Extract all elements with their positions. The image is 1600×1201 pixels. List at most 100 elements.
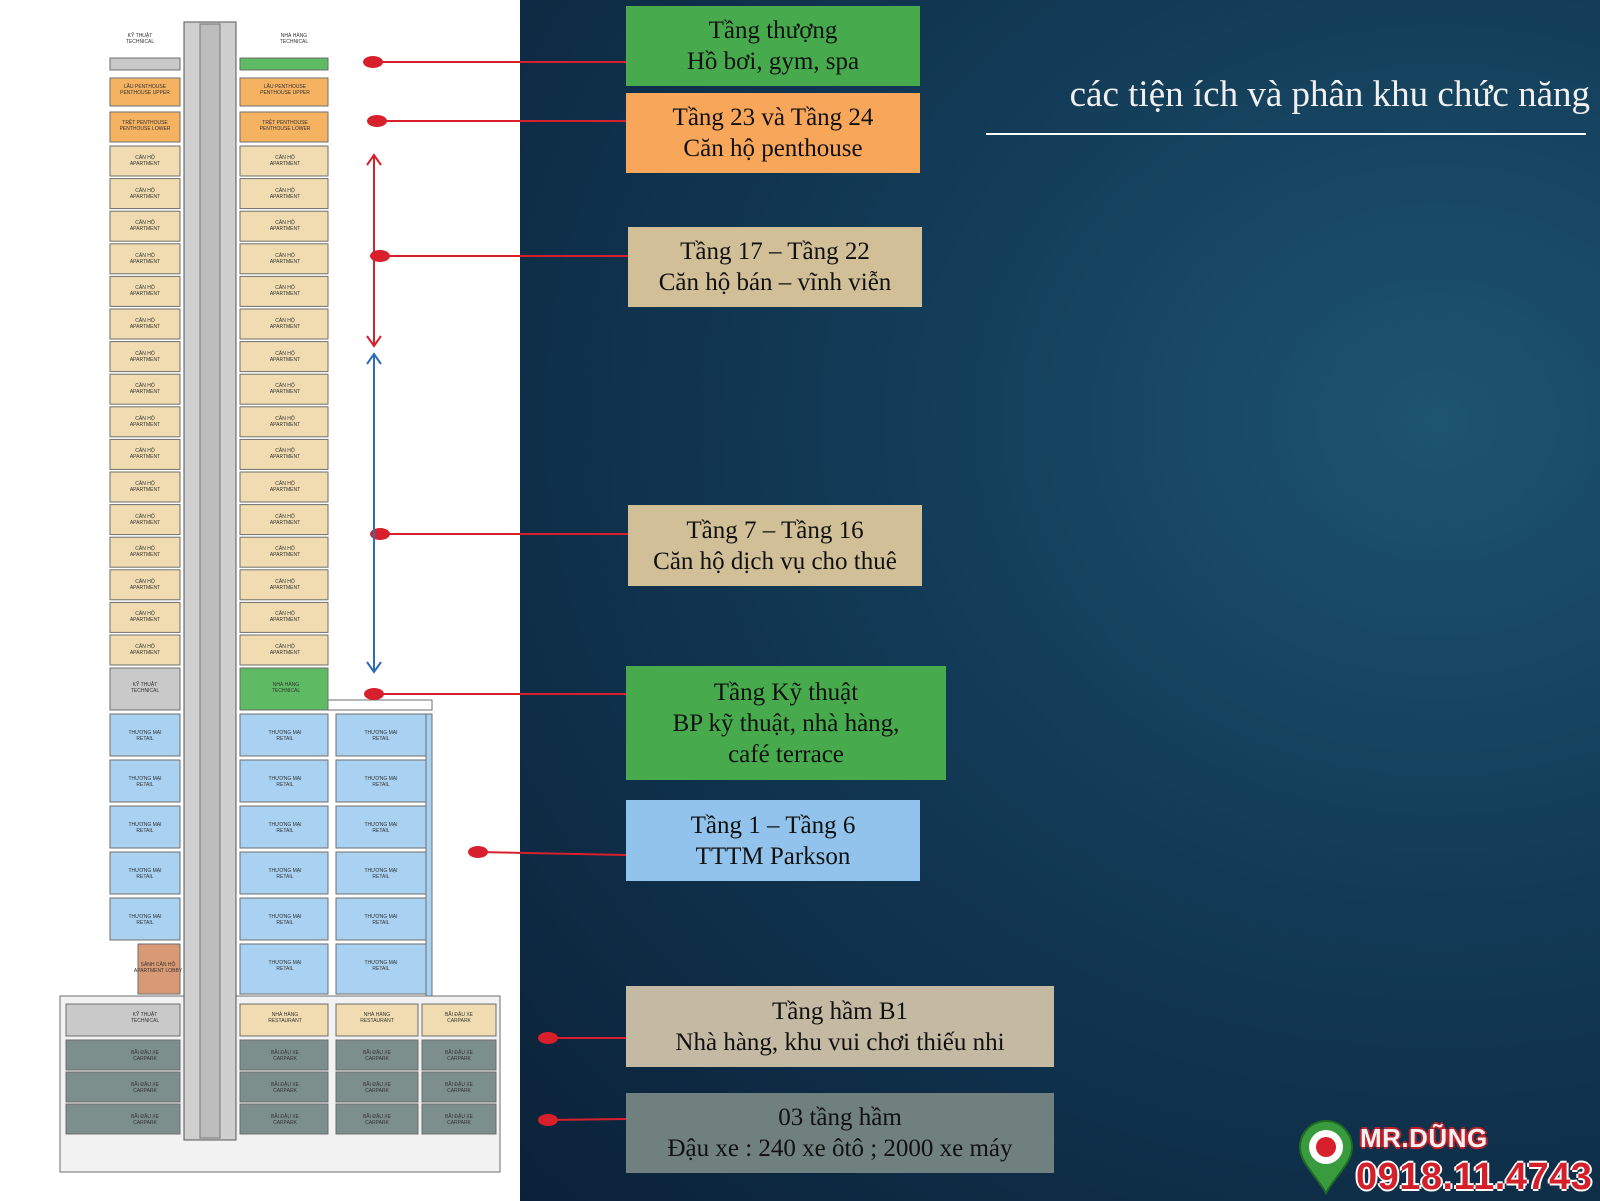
callout-rooftop: Tầng thượng Hồ bơi, gym, spa — [626, 6, 920, 86]
callout-retail-line1: Tầng 1 – Tầng 6 — [690, 811, 856, 839]
apartment-floor-right — [239, 601, 329, 633]
b1-restaurant-2 — [335, 1003, 419, 1037]
b1-carpark-corner — [421, 1003, 497, 1037]
range-arrow-rental-top — [366, 352, 382, 365]
apartment-floor-right — [239, 243, 329, 275]
podium-roof — [327, 699, 433, 711]
apartment-floor-left — [109, 275, 181, 307]
carpark-level-mid — [239, 1039, 329, 1071]
callout-rental-apartments: Tầng 7 – Tầng 16 Căn hộ dịch vụ cho thuê — [628, 505, 922, 586]
roof-left — [109, 57, 181, 71]
carpark-level-left — [65, 1103, 181, 1135]
apartment-floor-left — [109, 569, 181, 601]
apartment-floor-right — [239, 438, 329, 470]
penthouse-lower-right — [239, 111, 329, 143]
carpark-level-corner — [421, 1103, 497, 1135]
restaurant-floor-right — [239, 667, 329, 711]
retail-floor-mid — [239, 851, 329, 895]
core-inner — [199, 23, 221, 1139]
apartment-floor-left — [109, 438, 181, 470]
apartment-floor-right — [239, 178, 329, 210]
callout-technical-floor: Tầng Kỹ thuật BP kỹ thuật, nhà hàng, caf… — [626, 666, 946, 780]
retail-floor-mid — [239, 897, 329, 941]
connector-penthouse-dot — [367, 115, 387, 127]
retail-floor-left — [109, 851, 181, 895]
retail-floor-mid — [239, 943, 329, 995]
apartment-floor-left — [109, 634, 181, 666]
connector-retail-dot — [468, 846, 488, 858]
penthouse-upper-right — [239, 77, 329, 107]
apartment-lobby — [137, 943, 181, 995]
carpark-level-mid — [239, 1071, 329, 1103]
apartment-floor-right — [239, 145, 329, 177]
callout-sale-line2: Căn hộ bán – vĩnh viễn — [658, 269, 892, 296]
carpark-level-left — [65, 1071, 181, 1103]
retail-floor-right — [335, 897, 427, 941]
apartment-floor-right — [239, 406, 329, 438]
connector-retail — [477, 851, 627, 856]
connector-technical-dot — [364, 688, 384, 700]
brand-phone[interactable]: 0918.11.4743 — [1356, 1156, 1593, 1198]
retail-floor-right — [335, 851, 427, 895]
callout-sale-line1: Tầng 17 – Tầng 22 — [680, 238, 870, 265]
heading-underline — [986, 133, 1586, 135]
callout-parking-basements: 03 tầng hầm Đậu xe : 240 xe ôtô ; 2000 x… — [626, 1093, 1054, 1173]
apartment-floor-right — [239, 373, 329, 405]
apartment-floor-left — [109, 373, 181, 405]
apartment-floor-left — [109, 406, 181, 438]
range-arrow-sale-top — [366, 153, 382, 166]
range-arrow-rental-bottom — [366, 661, 382, 674]
apartment-floor-left — [109, 243, 181, 275]
retail-floor-left — [109, 897, 181, 941]
connector-rooftop-dot — [363, 56, 383, 68]
callout-parking-line1: 03 tầng hầm — [778, 1104, 902, 1131]
apartment-floor-right — [239, 504, 329, 536]
callout-rooftop-line2: Hồ bơi, gym, spa — [686, 48, 860, 75]
apartment-floor-left — [109, 536, 181, 568]
carpark-level-right — [335, 1103, 419, 1135]
carpark-level-right — [335, 1071, 419, 1103]
callout-b1-line1: Tầng hầm B1 — [771, 997, 909, 1025]
building-section-svg — [59, 21, 501, 1173]
apartment-floor-left — [109, 210, 181, 242]
callout-rental-line2: Căn hộ dịch vụ cho thuê — [653, 547, 897, 575]
penthouse-upper-left — [109, 77, 181, 107]
page-heading: các tiện ích và phân khu chức năng — [1069, 74, 1590, 115]
